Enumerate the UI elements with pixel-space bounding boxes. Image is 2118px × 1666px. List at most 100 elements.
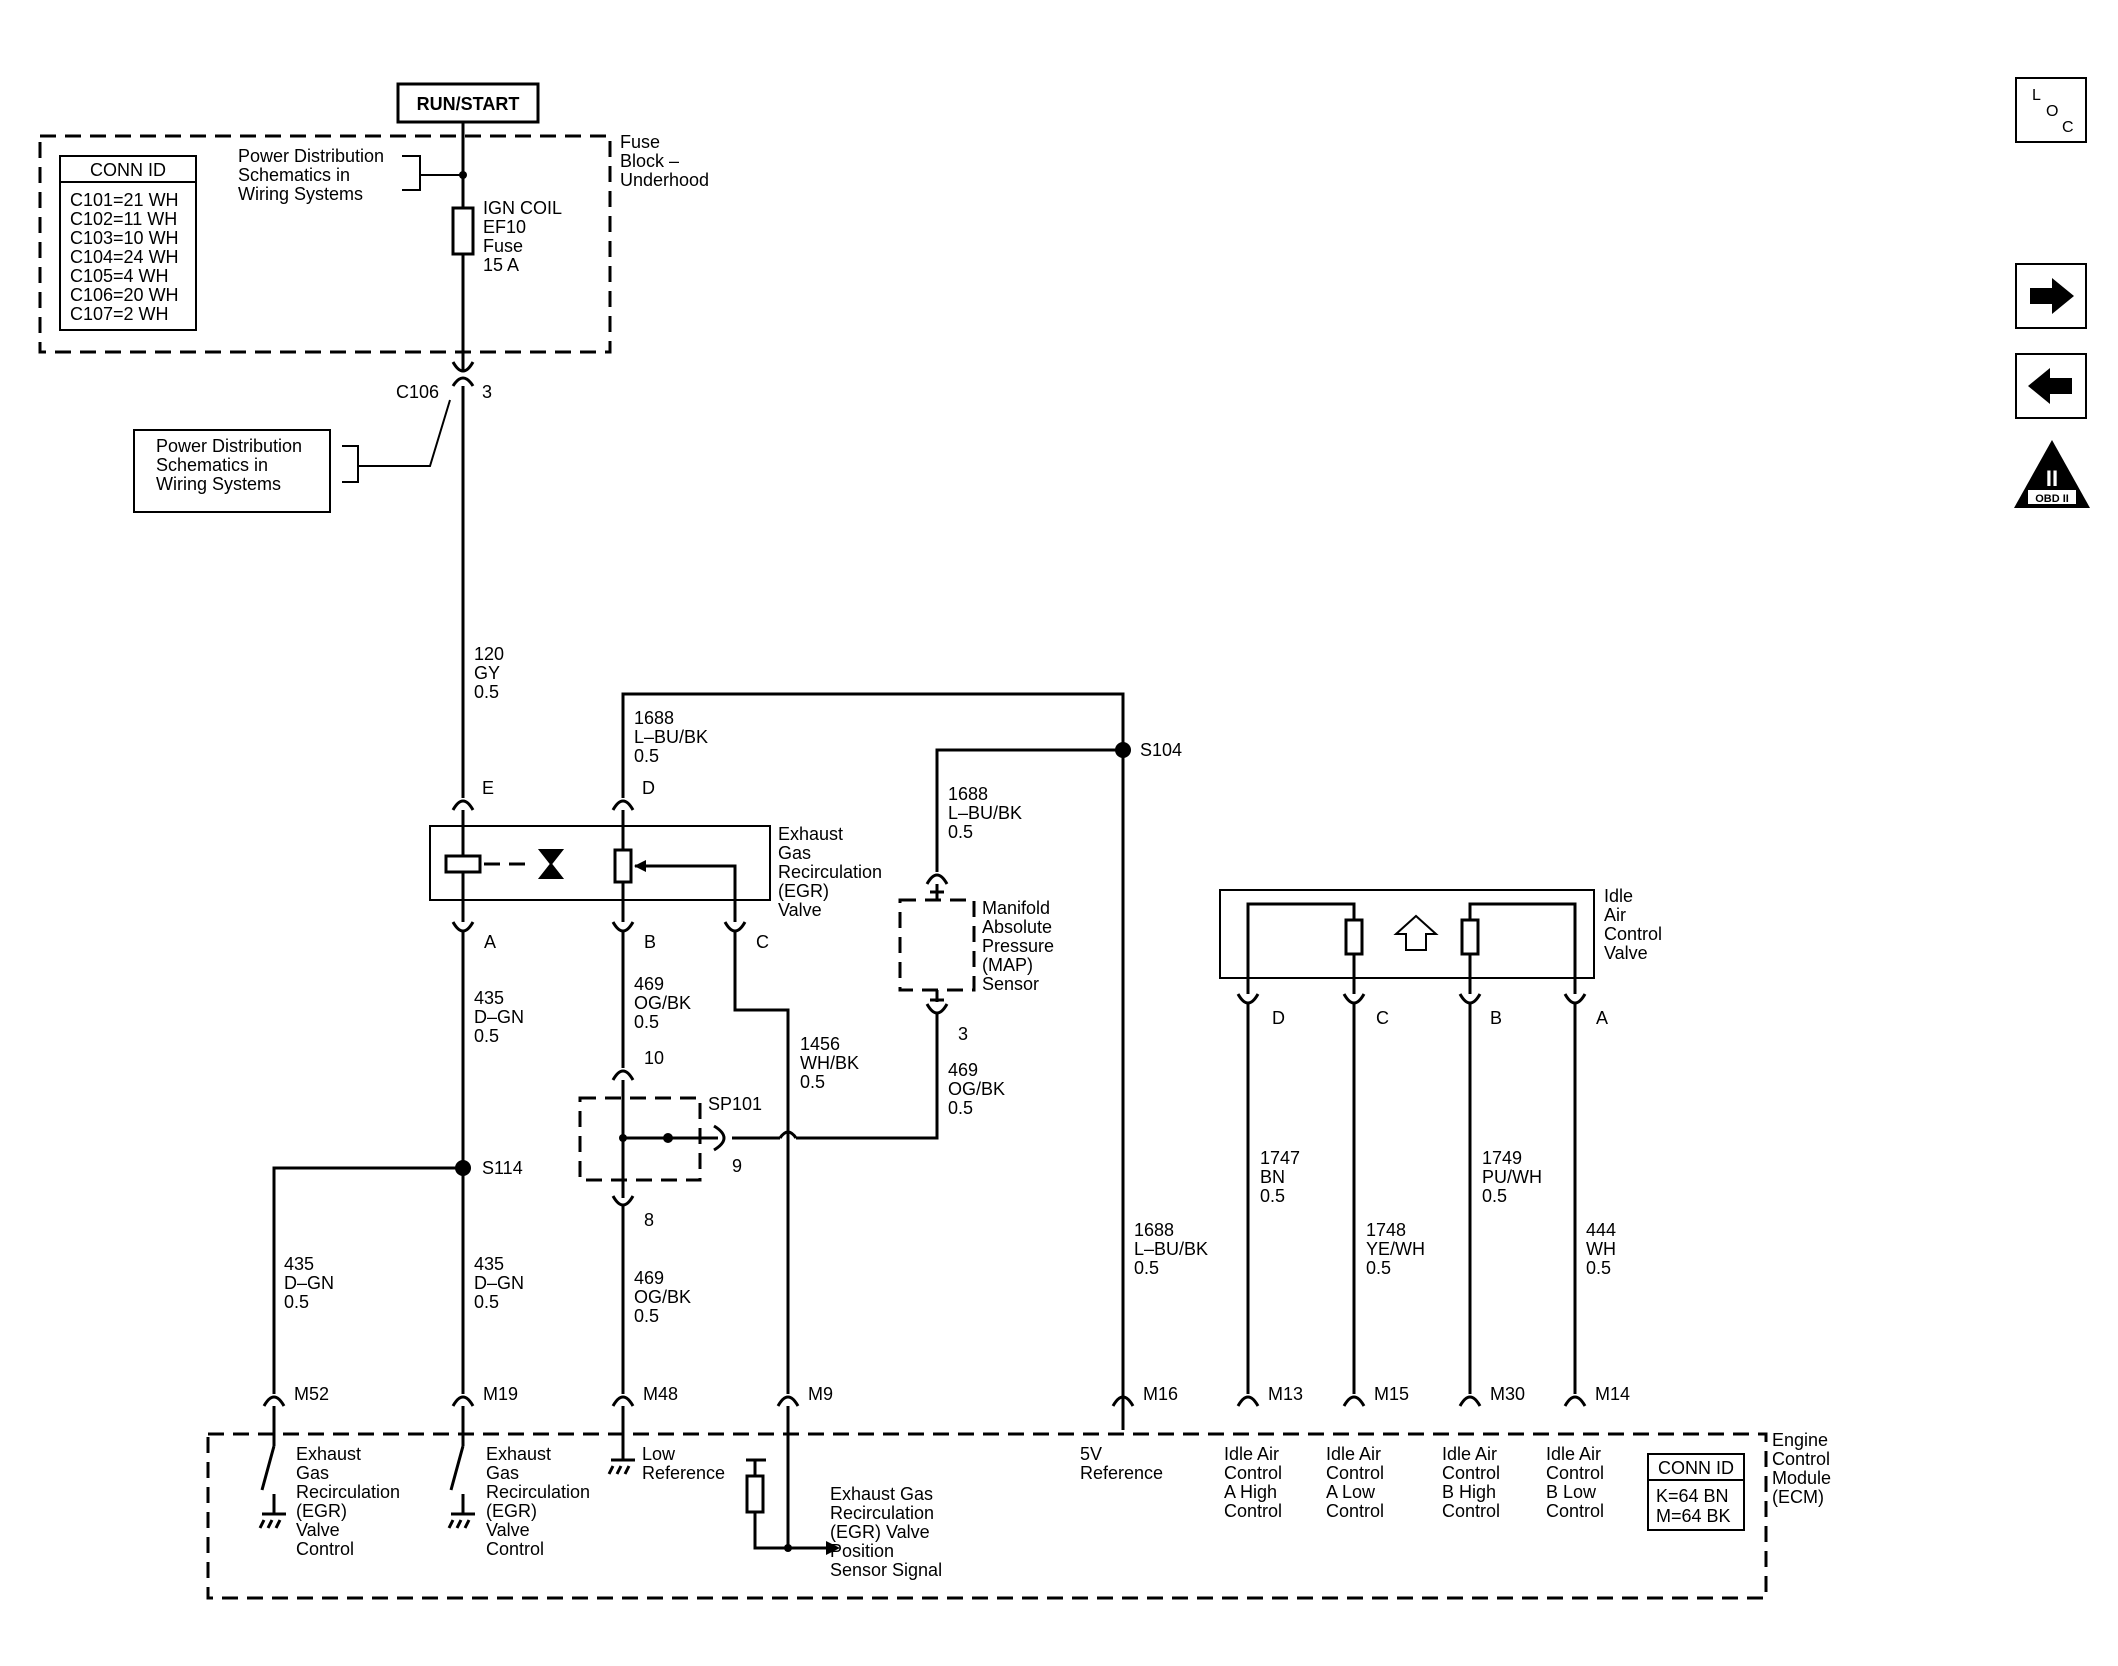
text-line: C101=21 WH: [70, 190, 179, 210]
text-line: Power Distribution: [156, 436, 302, 456]
text-line: Module: [1772, 1468, 1831, 1488]
text-line: Air: [1604, 905, 1626, 925]
text-line: B Low: [1546, 1482, 1597, 1502]
text-line: 0.5: [634, 1012, 659, 1032]
text-line: Control: [1772, 1449, 1830, 1469]
text-line: 0.5: [1586, 1258, 1611, 1278]
text-line: Valve: [296, 1520, 340, 1540]
egr-pin-e-connector: [451, 799, 475, 811]
text-line: 435: [474, 1254, 504, 1274]
fuse-block-outline: [38, 134, 612, 354]
text-line: Exhaust: [486, 1444, 551, 1464]
egr-pin-d: D: [642, 778, 655, 798]
c106-label: C106: [396, 382, 439, 402]
text-line: IGN COIL: [483, 198, 562, 218]
text-line: 0.5: [800, 1072, 825, 1092]
text-line: Idle Air: [1224, 1444, 1279, 1464]
s114-label: S114: [482, 1158, 523, 1178]
text-line: 0.5: [634, 746, 659, 766]
text-line: L–BU/BK: [1134, 1239, 1208, 1259]
svg-text:L: L: [2032, 87, 2041, 104]
text-line: L–BU/BK: [948, 803, 1022, 823]
ecm-conn-id-title: CONN ID: [1658, 1458, 1734, 1478]
iac-arrow-icon: [1393, 914, 1439, 951]
text-line: Low: [642, 1444, 676, 1464]
run-start-label: RUN/START: [396, 82, 540, 124]
text-line: 444: [1586, 1220, 1616, 1240]
text-line: Control: [486, 1539, 544, 1559]
iac-pin-c: C: [1376, 1008, 1389, 1028]
svg-text:C: C: [2062, 119, 2074, 136]
text-line: Gas: [778, 843, 811, 863]
egr-valve-box: [429, 825, 771, 901]
text-line: Recirculation: [296, 1482, 400, 1502]
text-line: Valve: [1604, 943, 1648, 963]
text-line: 0.5: [284, 1292, 309, 1312]
egr-pin-d-connector: [611, 799, 635, 811]
ecm-pin-m9: M9: [808, 1384, 833, 1404]
text-line: Control: [1326, 1501, 1384, 1521]
text-line: WH/BK: [800, 1053, 859, 1073]
text-line: 1688: [634, 708, 674, 728]
text-line: C102=11 WH: [70, 209, 177, 229]
iac-pin-d: D: [1272, 1008, 1285, 1028]
text-line: D–GN: [474, 1273, 524, 1293]
ecm-pin-m30: M30: [1490, 1384, 1525, 1404]
text-line: Idle Air: [1442, 1444, 1497, 1464]
sp101-label: SP101: [708, 1094, 762, 1114]
text-line: EF10: [483, 217, 526, 237]
text-line: 120: [474, 644, 504, 664]
text-line: Exhaust Gas: [830, 1484, 933, 1504]
fuse-ef10: [451, 206, 475, 256]
egr-pin-e: E: [482, 778, 494, 798]
text-line: D–GN: [474, 1007, 524, 1027]
text-line: Engine: [1772, 1430, 1828, 1450]
text-line: Valve: [778, 900, 822, 920]
text-line: Power Distribution: [238, 146, 384, 166]
text-line: L–BU/BK: [634, 727, 708, 747]
text-line: 469: [634, 1268, 664, 1288]
text-line: A Low: [1326, 1482, 1376, 1502]
text-line: Exhaust: [778, 824, 843, 844]
text-line: Schematics in: [156, 455, 268, 475]
ecm-pin-m16: M16: [1143, 1384, 1178, 1404]
c106-pin: 3: [482, 382, 492, 402]
text-line: C106=20 WH: [70, 285, 179, 305]
obd-ii-icon[interactable]: II OBD II: [2014, 440, 2090, 508]
wire-1688-top: [621, 692, 1125, 1408]
text-line: Control: [1326, 1463, 1384, 1483]
ecm-pin-m13: M13: [1268, 1384, 1303, 1404]
text-line: OG/BK: [948, 1079, 1005, 1099]
text-line: 15 A: [483, 255, 519, 275]
text-line: Valve: [486, 1520, 530, 1540]
text-line: Underhood: [620, 170, 709, 190]
arrow-left-icon[interactable]: [2015, 353, 2087, 419]
text-line: C103=10 WH: [70, 228, 179, 248]
text-line: 0.5: [948, 822, 973, 842]
text-line: Sensor Signal: [830, 1560, 942, 1580]
text-line: 0.5: [474, 1292, 499, 1312]
map-pin-3: 3: [958, 1024, 968, 1044]
loc-icon[interactable]: L O C: [2015, 77, 2087, 143]
arrow-right-icon[interactable]: [2015, 263, 2087, 329]
text-line: 0.5: [474, 682, 499, 702]
ecm-pin-m15: M15: [1374, 1384, 1409, 1404]
text-line: (MAP): [982, 955, 1033, 975]
text-line: Sensor: [982, 974, 1039, 994]
